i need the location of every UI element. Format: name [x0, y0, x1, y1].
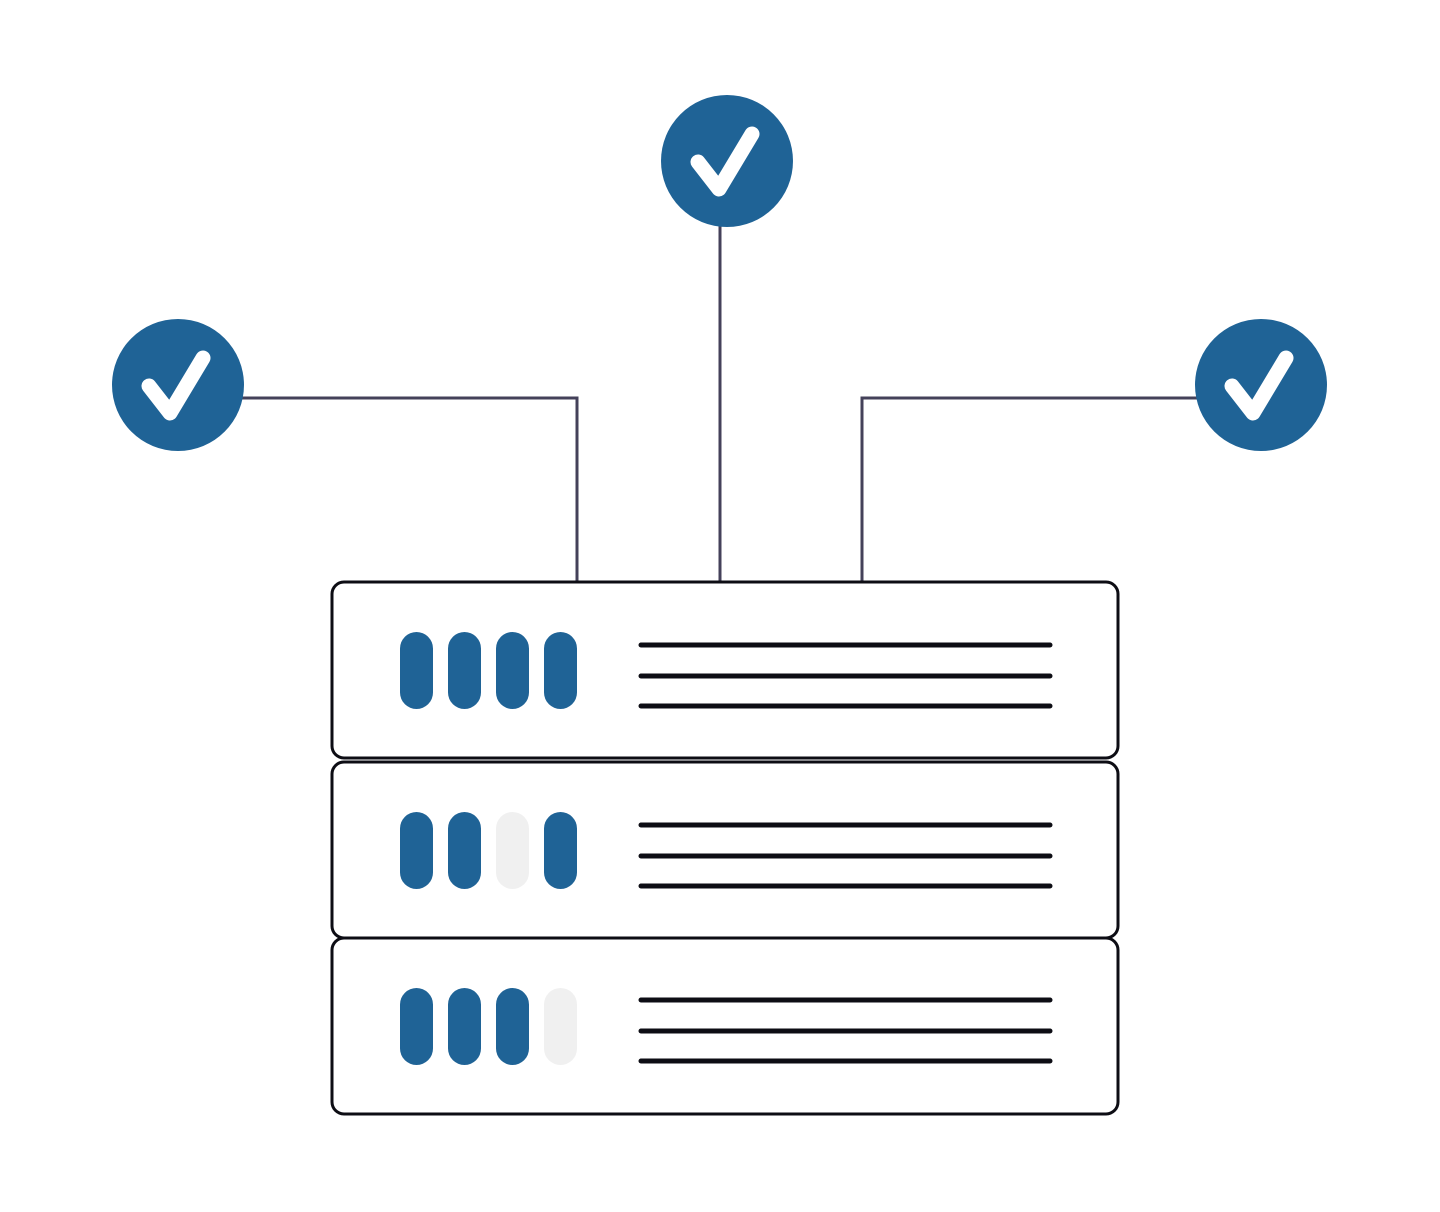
badge-circle	[1195, 319, 1327, 451]
server-unit-2	[330, 760, 1120, 940]
status-indicator-on	[496, 988, 529, 1065]
server-unit-case	[330, 936, 1120, 1116]
checkmark-icon	[1224, 350, 1294, 421]
checkmark-icon	[141, 350, 211, 421]
check-badge-top	[661, 95, 793, 227]
connector-left	[240, 396, 579, 582]
status-indicator-on	[400, 632, 433, 709]
status-indicator-off	[496, 812, 529, 889]
status-indicator-on	[400, 812, 433, 889]
checkmark-icon	[690, 126, 760, 197]
server-unit-3	[330, 936, 1120, 1116]
check-badge-left	[112, 319, 244, 451]
status-indicator-on	[400, 988, 433, 1065]
status-indicator-on	[448, 988, 481, 1065]
status-indicator-on	[448, 812, 481, 889]
status-indicator-off	[544, 988, 577, 1065]
server-stack	[330, 580, 1120, 1116]
check-badge-right	[1195, 319, 1327, 451]
badge-circle	[661, 95, 793, 227]
status-indicator-on	[544, 812, 577, 889]
check-badges	[112, 95, 1327, 451]
connector-right	[860, 396, 1198, 582]
status-indicator-on	[496, 632, 529, 709]
server-unit-1	[330, 580, 1120, 760]
status-indicator-on	[544, 632, 577, 709]
connector-lines	[240, 226, 1198, 582]
status-indicator-on	[448, 632, 481, 709]
badge-circle	[112, 319, 244, 451]
server-unit-case	[330, 580, 1120, 760]
